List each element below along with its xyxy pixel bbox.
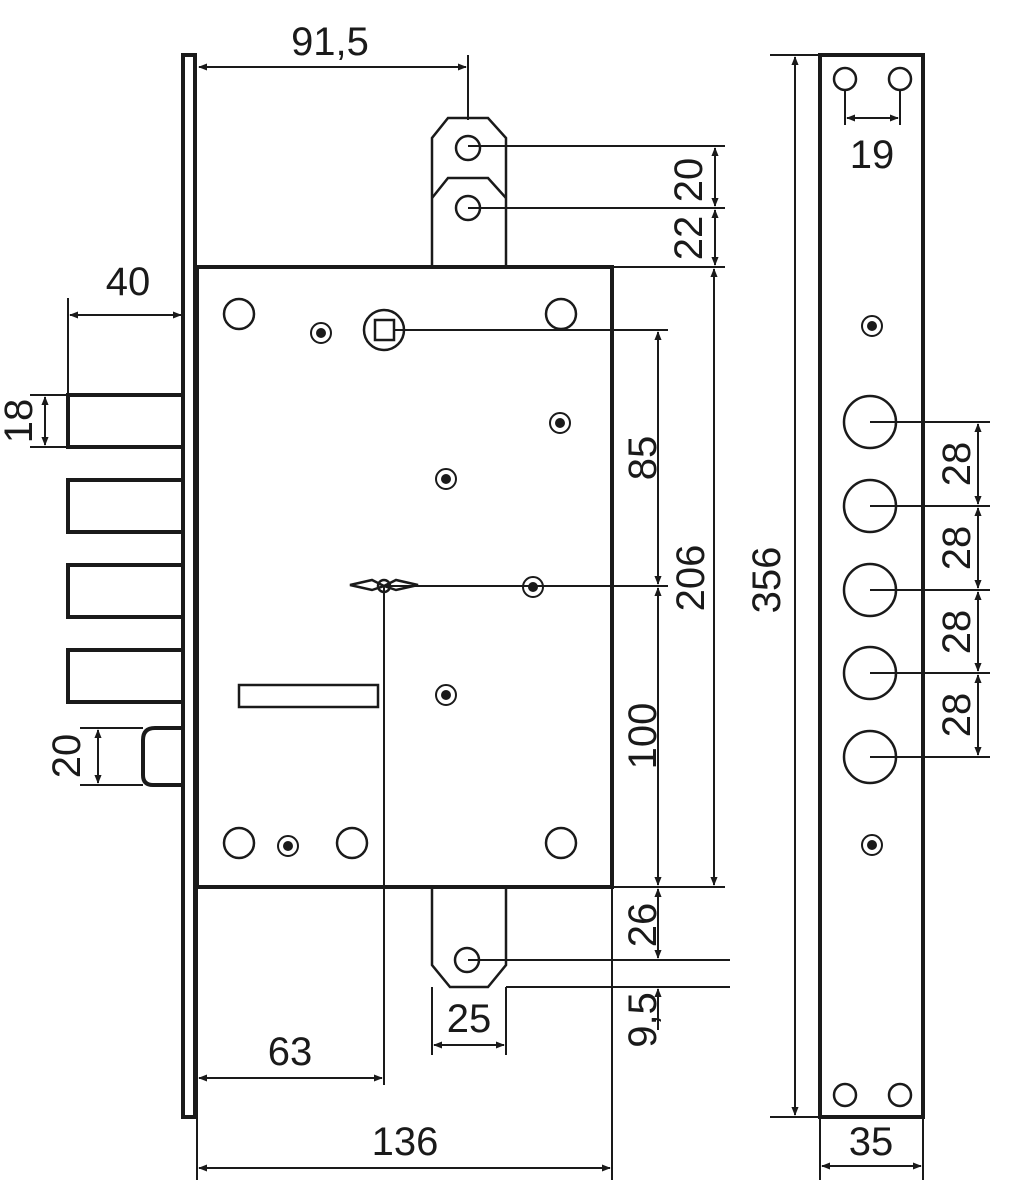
bolt-1 [66,393,185,449]
dimension-356: 356 [745,54,820,1118]
top-hook-tab-inner [431,176,507,199]
dim-label-28: 28 [935,442,979,487]
bolt-slot [237,683,380,709]
dimension-85-100: 85 100 [383,329,668,1085]
dimension-91-5: 91,5 [198,20,469,120]
dim-label-28: 28 [935,610,979,655]
top-tab-hole-1 [454,134,482,162]
latch-bolt [141,726,183,787]
dimension-206: 206 [614,268,725,888]
dim-label-40: 40 [106,260,151,304]
strike-hole-top-left [832,66,858,92]
dim-label-206: 206 [669,545,713,612]
dimension-18: 18 [0,394,68,448]
bottom-hook-tab [430,889,508,989]
rivet [435,684,457,706]
lock-body [195,265,614,889]
mount-hole-bottom-left [222,826,256,860]
dimension-35: 35 [819,1117,924,1180]
dim-label-85: 85 [621,436,665,481]
dim-label-20-latch: 20 [45,734,89,779]
bolt-3 [66,563,185,619]
dim-label-136: 136 [372,1120,439,1164]
dimension-40: 40 [67,260,182,395]
dimension-bottom-tab: 26 9,5 [468,888,730,1048]
dim-label-25: 25 [447,997,492,1041]
top-hook-tab [430,116,508,265]
dim-label-20-top: 20 [667,158,711,203]
dim-label-356: 356 [745,547,789,614]
dimension-20-latch: 20 [45,727,143,786]
dimension-136: 136 [196,889,613,1180]
dim-label-19: 19 [850,133,895,177]
bolt-2 [66,478,185,534]
strike-hole-bottom-right [887,1082,913,1108]
dimension-top-tab: 20 22 [468,145,725,268]
dimension-19: 19 [844,90,901,177]
dimension-63: 63 [198,1030,383,1082]
dim-label-28: 28 [935,526,979,571]
rivet [310,322,332,344]
dim-label-22: 22 [667,216,711,261]
dim-label-63: 63 [268,1030,313,1074]
mount-hole-bottom-right [544,826,578,860]
mount-hole-top-left [222,297,256,331]
mount-hole-bottom-mid [335,826,369,860]
dim-label-26: 26 [621,903,665,948]
rivet [277,835,299,857]
mount-hole-top-right [544,297,578,331]
dim-label-100: 100 [621,703,665,770]
strike-rivet-top [861,315,883,337]
strike-hole-bottom-left [832,1082,858,1108]
strike-rivet-bottom [861,834,883,856]
strike-hole-top-right [887,66,913,92]
rivet [435,468,457,490]
dim-label-35: 35 [849,1120,894,1164]
dim-label-28: 28 [935,693,979,738]
strike-plate [818,53,925,1119]
bolt-4 [66,648,185,704]
dimension-28-stack: 28 28 28 28 [870,421,990,758]
dim-label-91-5: 91,5 [291,20,369,64]
dim-label-18: 18 [0,399,41,444]
dimension-25: 25 [431,987,507,1055]
dim-label-9-5: 9,5 [621,992,665,1048]
rivet [549,412,571,434]
